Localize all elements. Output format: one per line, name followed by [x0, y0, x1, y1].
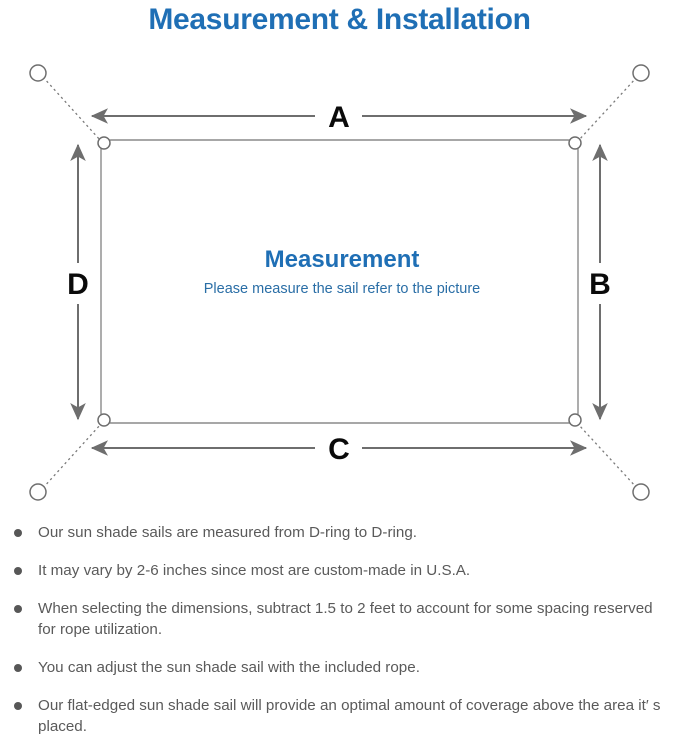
dimension-label-b: B: [589, 268, 611, 301]
rope-bottom-left: [42, 423, 102, 489]
note-text: You can adjust the sun shade sail with t…: [38, 659, 420, 676]
list-item: It may vary by 2-6 inches since most are…: [10, 560, 665, 581]
d-ring-top-left: [97, 136, 111, 150]
sail-rectangle: [100, 139, 579, 424]
anchor-point-bottom-left: [29, 483, 47, 501]
notes-list: Our sun shade sails are measured from D-…: [0, 522, 679, 754]
anchor-point-top-left: [29, 64, 47, 82]
diagram-center-heading: Measurement: [265, 246, 420, 273]
dimension-label-c: C: [328, 433, 350, 466]
diagram-center-subheading: Please measure the sail refer to the pic…: [204, 281, 480, 297]
note-text: Our flat-edged sun shade sail will provi…: [38, 697, 661, 735]
note-text: Our sun shade sails are measured from D-…: [38, 524, 417, 541]
bullet-icon: [14, 529, 22, 537]
bullet-icon: [14, 702, 22, 710]
rope-top-left: [42, 76, 102, 142]
bullet-icon: [14, 664, 22, 672]
dimension-label-a: A: [328, 101, 350, 134]
bullet-icon: [14, 567, 22, 575]
list-item: When selecting the dimensions, subtract …: [10, 598, 665, 640]
d-ring-bottom-right: [568, 413, 582, 427]
page-title: Measurement & Installation: [148, 3, 531, 36]
anchor-point-top-right: [632, 64, 650, 82]
d-ring-bottom-left: [97, 413, 111, 427]
sun-shade-sail-measurement-diagram: A C D B Measurement Please measure the s…: [0, 48, 679, 518]
note-text: It may vary by 2-6 inches since most are…: [38, 562, 471, 579]
list-item: You can adjust the sun shade sail with t…: [10, 657, 665, 678]
rope-bottom-right: [577, 423, 638, 489]
note-text: When selecting the dimensions, subtract …: [38, 600, 653, 638]
bullet-icon: [14, 605, 22, 613]
list-item: Our flat-edged sun shade sail will provi…: [10, 695, 665, 737]
dimension-label-d: D: [67, 268, 89, 301]
anchor-point-bottom-right: [632, 483, 650, 501]
list-item: Our sun shade sails are measured from D-…: [10, 522, 665, 543]
d-ring-top-right: [568, 136, 582, 150]
rope-top-right: [577, 76, 638, 142]
